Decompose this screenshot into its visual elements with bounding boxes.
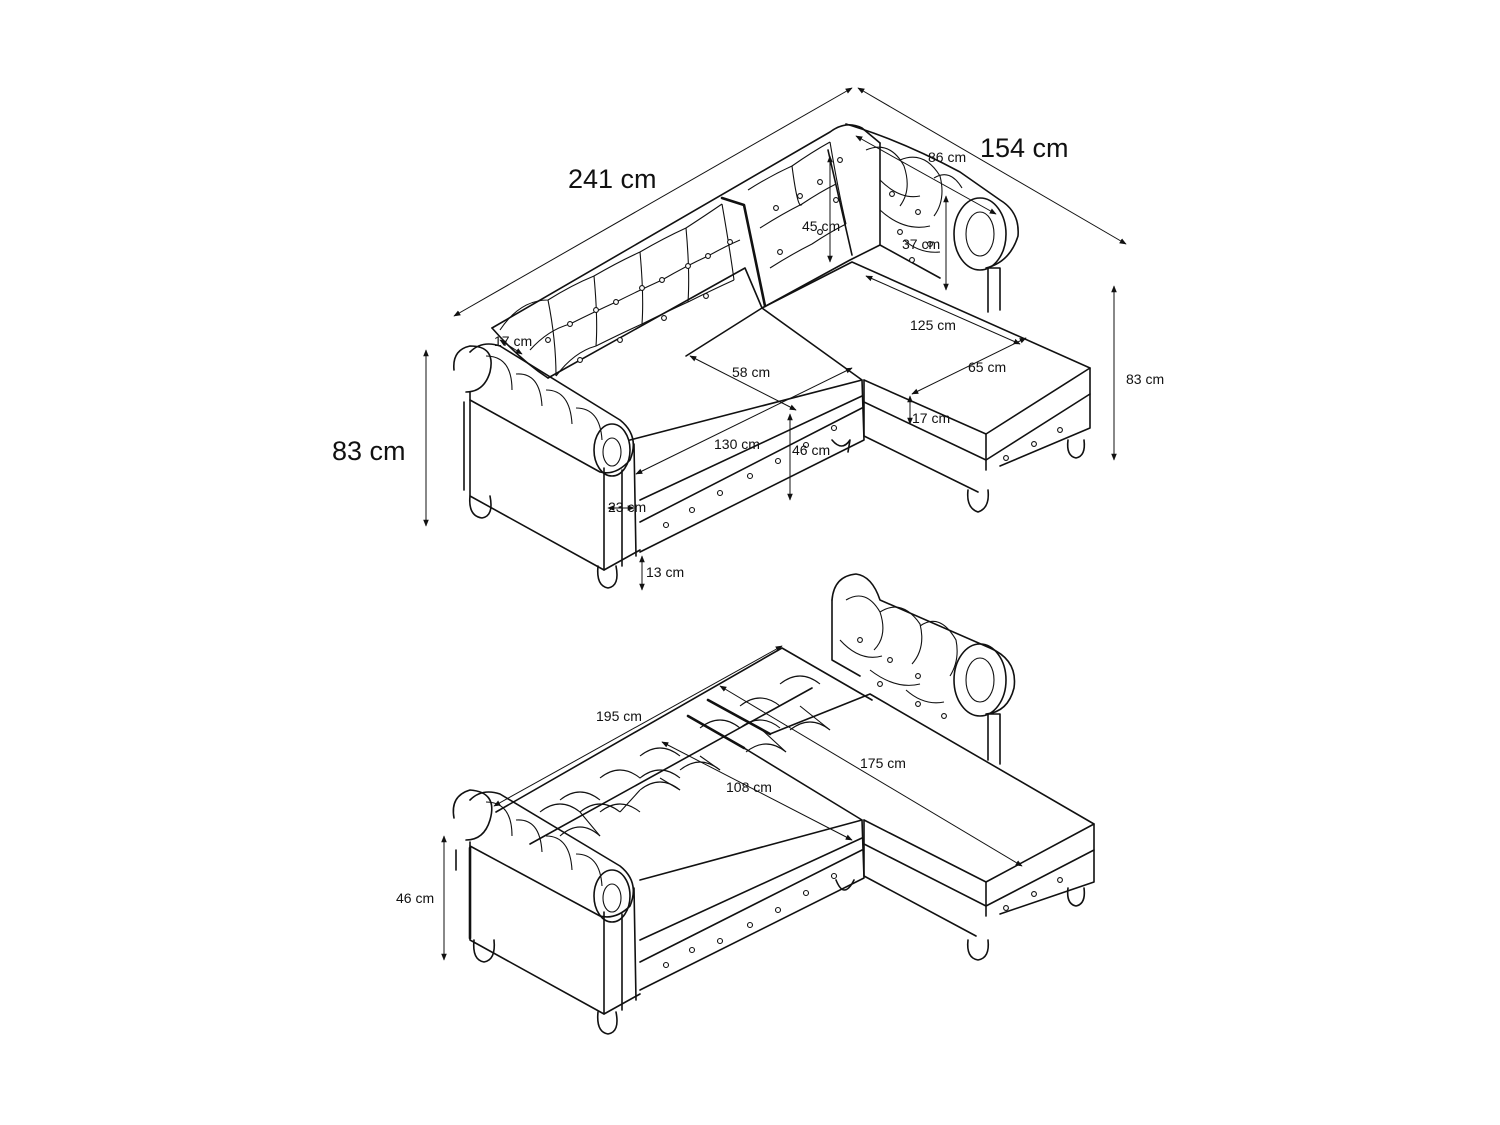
sofa-seat xyxy=(629,307,865,553)
label-cushion-thickness: 17 cm xyxy=(494,333,532,349)
label-bed-height: 46 cm xyxy=(396,890,434,906)
bed-flat-back xyxy=(495,647,873,845)
label-leg-height: 13 cm xyxy=(646,564,684,580)
label-depth: 154 cm xyxy=(980,133,1069,163)
label-height: 83 cm xyxy=(332,436,406,466)
label-width: 241 cm xyxy=(568,164,657,194)
label-height-right: 83 cm xyxy=(1126,371,1164,387)
label-back-height: 45 cm xyxy=(802,218,840,234)
label-arm-depth: 86 cm xyxy=(928,149,966,165)
sofa-left-arm xyxy=(453,343,641,589)
label-bed-width: 195 cm xyxy=(596,708,642,724)
label-bed-length: 175 cm xyxy=(860,755,906,771)
bed-dimension-lines xyxy=(441,645,1023,961)
sofa-dimension-lines xyxy=(423,87,1127,591)
bed-left-arm xyxy=(452,789,641,1035)
sofa-view: 241 cm 154 cm 83 cm 83 cm 86 cm 45 cm 37… xyxy=(332,87,1164,591)
label-seat-depth: 58 cm xyxy=(732,364,770,380)
label-seat-height: 46 cm xyxy=(792,442,830,458)
label-chaise-width: 65 cm xyxy=(968,359,1006,375)
label-arm-height: 37 cm xyxy=(902,236,940,252)
label-arm-width: 23 cm xyxy=(608,499,646,515)
bed-right-arm xyxy=(831,573,1016,765)
label-bed-depth: 108 cm xyxy=(726,779,772,795)
label-chaise-cushion: 17 cm xyxy=(912,410,950,426)
bed-view: 195 cm 175 cm 108 cm 46 cm xyxy=(396,573,1095,1035)
label-seat-width: 130 cm xyxy=(714,436,760,452)
sofa-back-tufting xyxy=(499,141,847,377)
bed-chaise xyxy=(769,693,1095,961)
label-chaise-length: 125 cm xyxy=(910,317,956,333)
sofa-backrest xyxy=(491,124,881,379)
